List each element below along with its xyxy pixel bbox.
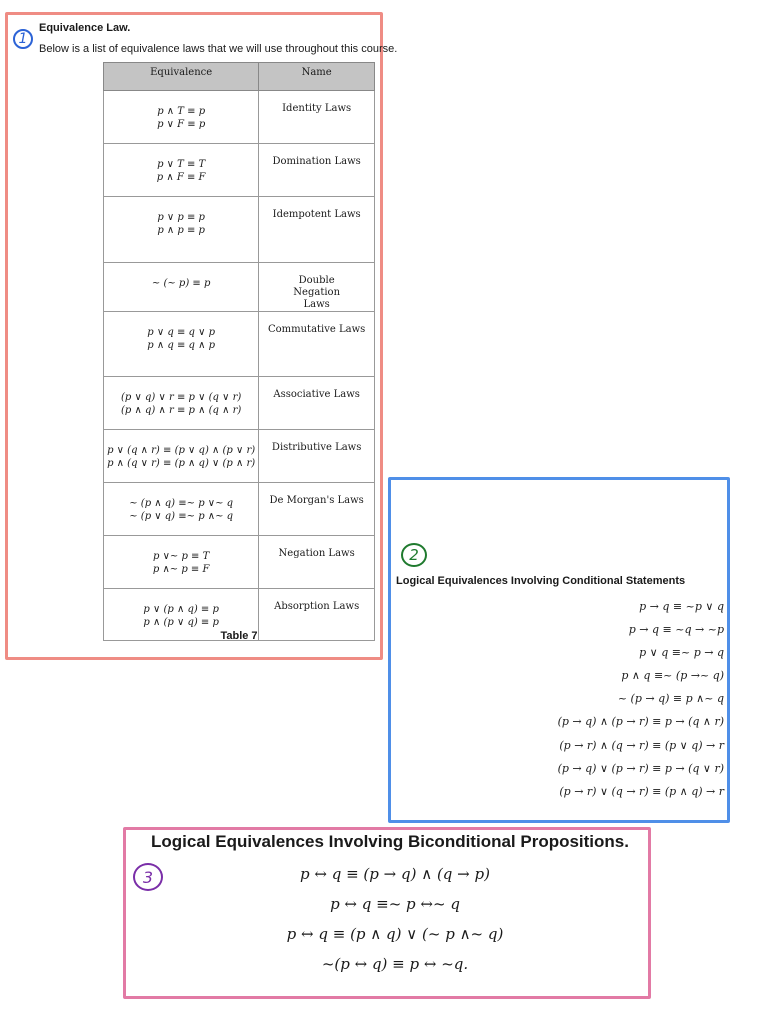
- section-number-2: 2: [401, 543, 427, 567]
- section-intro: Below is a list of equivalence laws that…: [39, 43, 398, 55]
- equivalence-cell: (p ∨ q) ∨ r ≡ p ∨ (q ∨ r)(p ∧ q) ∧ r ≡ p…: [102, 376, 260, 430]
- table-row: ~ (~ p) ≡ p Double Negation Laws: [102, 262, 375, 312]
- law-name-cell: Negation Laws: [258, 535, 375, 589]
- law-name-cell: Domination Laws: [258, 143, 375, 197]
- equivalence-line: p → q ≡ ~p ∨ q: [639, 600, 724, 613]
- equivalence-line: p → q ≡ ~q → ~p: [628, 623, 724, 636]
- law-name-cell: Identity Laws: [258, 90, 375, 144]
- table-row: p ∨ (q ∧ r) ≡ (p ∨ q) ∧ (p ∨ r)p ∧ (q ∨ …: [102, 429, 375, 483]
- equivalence-line: (p → q) ∧ (p → r) ≡ p → (q ∧ r): [557, 715, 724, 728]
- law-name-cell: Idempotent Laws: [258, 196, 375, 263]
- equivalence-cell: ~ (p ∧ q) ≡~ p ∨~ q~ (p ∨ q) ≡~ p ∧~ q: [102, 482, 260, 536]
- equivalence-line: p ↔ q ≡~ p ↔~ q: [330, 895, 460, 913]
- equivalence-line: p ∨ q ≡~ p → q: [639, 646, 724, 659]
- equivalence-line: p ↔ q ≡ (p ∧ q) ∨ (~ p ∧~ q): [286, 925, 504, 943]
- table-row: ~ (p ∧ q) ≡~ p ∨~ q~ (p ∨ q) ≡~ p ∧~ q D…: [102, 482, 375, 536]
- column-header-equivalence: Equivalence: [102, 62, 260, 91]
- equivalence-cell: p ∨ (q ∧ r) ≡ (p ∨ q) ∧ (p ∨ r)p ∧ (q ∨ …: [102, 429, 260, 483]
- table-caption: Table 7: [220, 630, 258, 642]
- section-number-1: 1: [13, 29, 33, 49]
- column-header-name: Name: [258, 62, 375, 91]
- conditional-equivalences-panel: [388, 477, 730, 823]
- equivalence-line: ~(p ↔ q) ≡ p ↔ ~q.: [321, 955, 469, 973]
- section-number-3: 3: [133, 863, 163, 891]
- section-title: Logical Equivalences Involving Biconditi…: [151, 832, 629, 851]
- equivalence-line: (p → r) ∨ (q → r) ≡ (p ∧ q) → r: [559, 785, 724, 798]
- equivalence-line: (p → q) ∨ (p → r) ≡ p → (q ∨ r): [557, 762, 724, 775]
- biconditional-equivalences-panel: [123, 827, 651, 999]
- equivalence-line: (p → r) ∧ (q → r) ≡ (p ∨ q) → r: [559, 739, 724, 752]
- table-header-row: Equivalence Name: [102, 62, 375, 91]
- equivalence-line: p ↔ q ≡ (p → q) ∧ (q → p): [300, 865, 490, 883]
- law-name-cell: Distributive Laws: [258, 429, 375, 483]
- law-name-cell: De Morgan's Laws: [258, 482, 375, 536]
- equivalence-line: ~ (p → q) ≡ p ∧~ q: [617, 692, 724, 705]
- section-title: Equivalence Law.: [39, 22, 131, 34]
- table-row: (p ∨ q) ∨ r ≡ p ∨ (q ∨ r)(p ∧ q) ∧ r ≡ p…: [102, 376, 375, 430]
- section-title: Logical Equivalences Involving Condition…: [396, 575, 686, 587]
- equivalence-line: p ∧ q ≡~ (p →~ q): [621, 669, 724, 682]
- law-name-cell: Double Negation Laws: [258, 262, 375, 312]
- law-name-cell: Commutative Laws: [258, 311, 375, 377]
- law-name-cell: Associative Laws: [258, 376, 375, 430]
- equivalence-cell: ~ (~ p) ≡ p: [102, 262, 260, 312]
- law-name-cell: Absorption Laws: [258, 588, 375, 641]
